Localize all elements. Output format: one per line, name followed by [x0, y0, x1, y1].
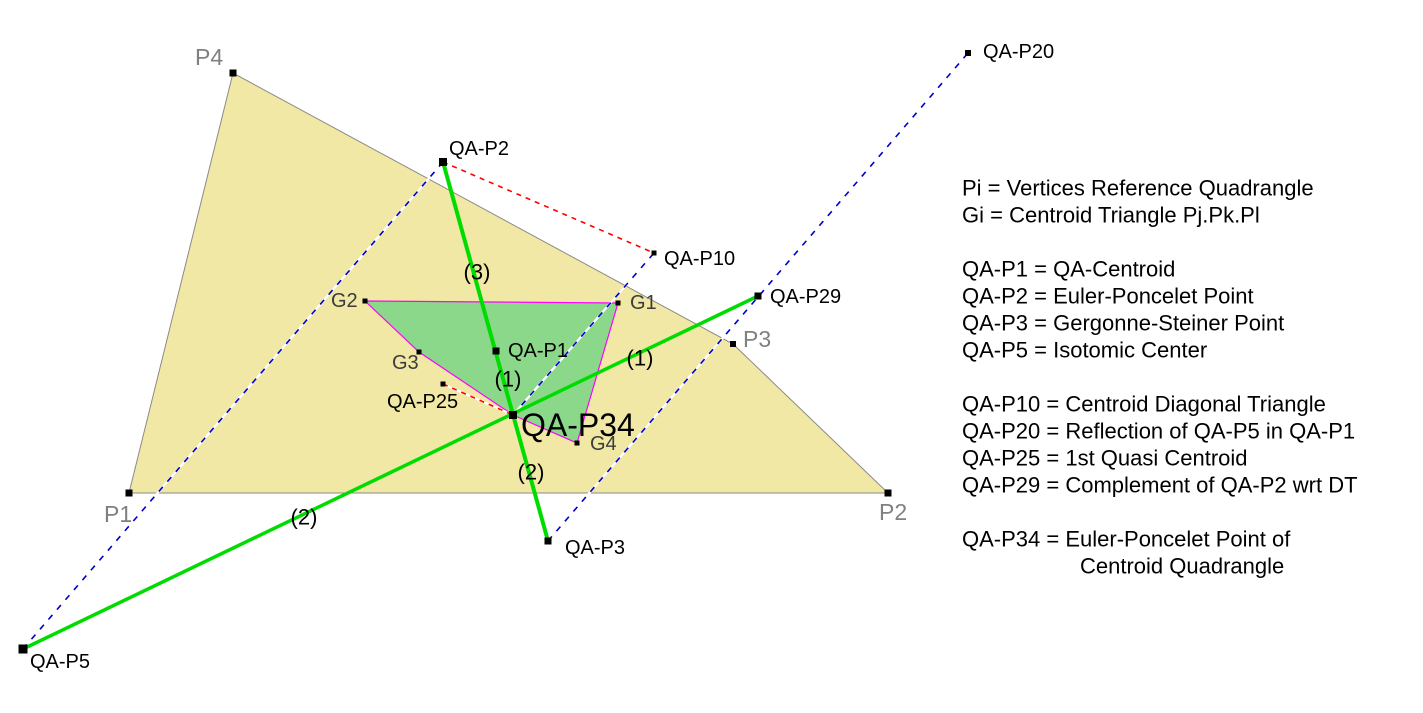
point-g2: [362, 298, 368, 304]
point-g3: [416, 349, 422, 355]
reference-quadrangle: [128, 72, 890, 494]
green-line-qa-p5-qa-p34-qa-p29: [22, 294, 759, 651]
point-qa-p10: [651, 250, 657, 256]
point-qa-p1: [492, 347, 500, 355]
point-qa-p5: [18, 644, 28, 654]
label-qa-p29: QA-P29: [770, 286, 841, 308]
label-g2: G2: [331, 290, 358, 312]
points-layer: [18, 50, 971, 654]
blue-dashed-qa-p5-qa-p2: [22, 161, 444, 650]
red-dashed-qa-p25-qa-p34: [442, 383, 514, 416]
point-p3: [730, 341, 736, 347]
legend-line-9: QA-P29 = Complement of QA-P2 wrt DT: [962, 473, 1358, 498]
label-qa-p25: QA-P25: [387, 391, 458, 413]
point-qa-p25: [440, 381, 446, 387]
legend-line-11: Centroid Quadrangle: [1080, 554, 1284, 579]
label-qa-p1: QA-P1: [508, 340, 568, 362]
centroid-quadrangle: [363, 300, 619, 444]
point-qa-p3: [544, 537, 552, 545]
legend-line-1: Gi = Centroid Triangle Pj.Pk.Pl: [962, 203, 1260, 228]
red-dashed-qa-p2-qa-p10: [442, 161, 655, 254]
line-label-2-left: (2): [291, 505, 318, 530]
legend-line-7: QA-P20 = Reflection of QA-P5 in QA-P1: [962, 419, 1355, 444]
lines-layer: [22, 52, 969, 651]
line-label-1-right: (1): [627, 346, 654, 371]
point-qa-p2: [439, 158, 447, 166]
label-g1: G1: [630, 292, 657, 314]
line-label-3: (3): [464, 260, 491, 285]
line-label-2-lower: (2): [518, 460, 545, 485]
label-qa-p20: QA-P20: [983, 41, 1054, 63]
legend-line-10: QA-P34 = Euler-Poncelet Point of: [962, 527, 1291, 552]
point-qa-p20: [965, 50, 971, 56]
label-p3: P3: [743, 326, 771, 352]
label-g4: G4: [590, 433, 617, 455]
label-qa-p5: QA-P5: [30, 651, 90, 673]
label-p4: P4: [195, 44, 223, 70]
point-g1: [615, 300, 621, 306]
blue-dashed-qa-p34-qa-p10: [512, 252, 655, 416]
line-label-1-left: (1): [495, 367, 522, 392]
point-qa-p29: [754, 292, 762, 300]
label-qa-p3: QA-P3: [565, 537, 625, 559]
point-qa-p34: [509, 411, 517, 419]
legend-line-4: QA-P3 = Gergonne-Steiner Point: [962, 311, 1284, 336]
label-qa-p34: QA-P34: [521, 407, 635, 443]
blue-dashed-qa-p3-qa-p20: [547, 52, 969, 542]
label-g3: G3: [392, 352, 419, 374]
polygons-layer: [128, 72, 890, 494]
legend-line-0: Pi = Vertices Reference Quadrangle: [962, 176, 1314, 201]
point-p1: [125, 489, 133, 497]
label-qa-p10: QA-P10: [664, 248, 735, 270]
label-p1: P1: [104, 501, 132, 527]
legend-line-5: QA-P5 = Isotomic Center: [962, 338, 1207, 363]
point-g4: [574, 440, 580, 446]
point-p2: [884, 489, 892, 497]
label-p2: P2: [879, 499, 907, 525]
legend-line-6: QA-P10 = Centroid Diagonal Triangle: [962, 392, 1326, 417]
label-qa-p2: QA-P2: [449, 138, 509, 160]
legend-line-2: QA-P1 = QA-Centroid: [962, 257, 1175, 282]
legend-line-8: QA-P25 = 1st Quasi Centroid: [962, 446, 1248, 471]
legend-line-3: QA-P2 = Euler-Poncelet Point: [962, 284, 1254, 309]
point-p4: [229, 69, 237, 77]
